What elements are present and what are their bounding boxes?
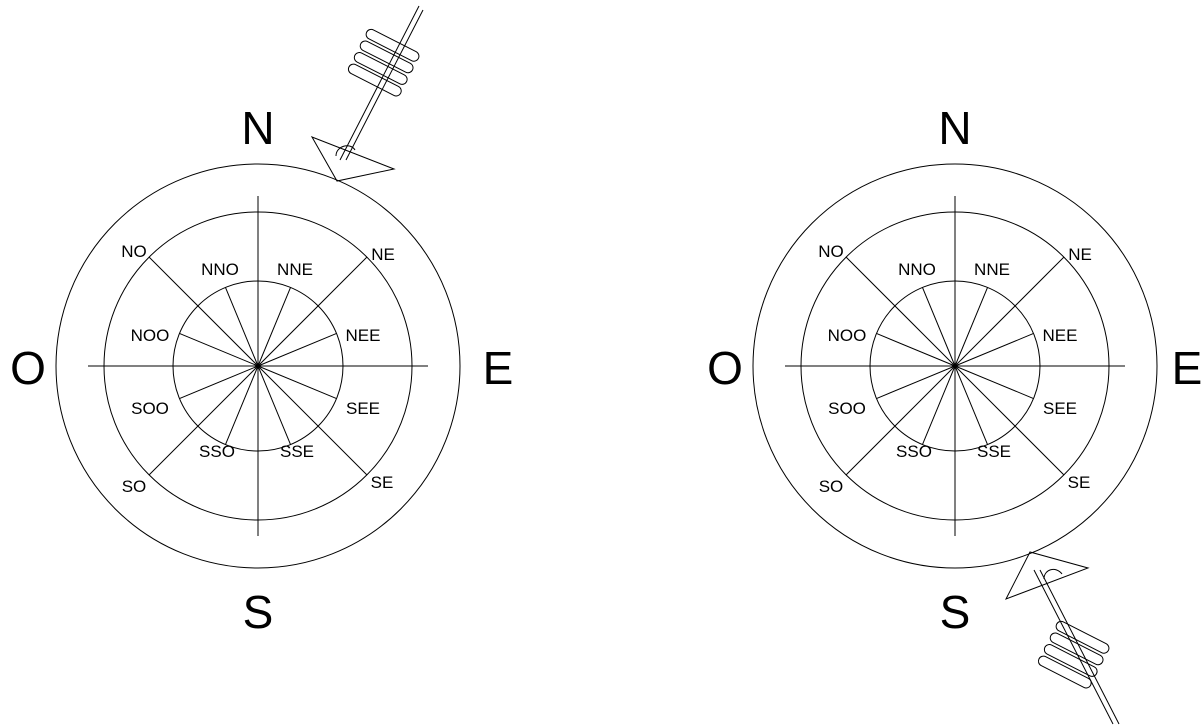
minor-spoke bbox=[257, 365, 291, 445]
label-ne: NE bbox=[371, 245, 395, 264]
label-south: S bbox=[243, 586, 274, 638]
minor-spoke bbox=[225, 365, 259, 445]
wind-barb-coil bbox=[1037, 620, 1110, 689]
minor-spoke bbox=[257, 333, 337, 367]
label-ne: NE bbox=[1068, 245, 1092, 264]
compass-rose-right: N S E O NE SE SO NO NNE NEE SEE SSE SSO … bbox=[707, 102, 1202, 638]
wind-barb-coil bbox=[347, 28, 420, 97]
label-sso: SSO bbox=[199, 442, 235, 461]
compass-rose-left: N S E O NE SE SO NO NNE NEE SEE SSE SSO … bbox=[10, 102, 513, 638]
label-west: O bbox=[707, 342, 743, 394]
label-see: SEE bbox=[346, 399, 380, 418]
label-nno: NNO bbox=[898, 260, 936, 279]
label-noo: NOO bbox=[131, 326, 170, 345]
label-soo: SOO bbox=[828, 399, 866, 418]
minor-spoke bbox=[954, 365, 1034, 399]
label-sw: SO bbox=[819, 477, 844, 496]
label-sw: SO bbox=[122, 477, 147, 496]
label-east: E bbox=[483, 342, 514, 394]
vane-arrowhead bbox=[310, 136, 396, 182]
wind-vane-right-icon bbox=[1004, 551, 1120, 725]
minor-spoke bbox=[922, 287, 956, 367]
label-south: S bbox=[940, 586, 971, 638]
label-sse: SSE bbox=[280, 442, 314, 461]
minor-spoke bbox=[257, 365, 337, 399]
minor-spoke bbox=[257, 287, 291, 367]
minor-spoke bbox=[954, 333, 1034, 367]
minor-spoke bbox=[225, 287, 259, 367]
wind-vane-left-icon bbox=[310, 5, 424, 182]
minor-spoke bbox=[179, 333, 259, 367]
label-north: N bbox=[938, 102, 971, 154]
label-nno: NNO bbox=[201, 260, 239, 279]
minor-spokes bbox=[876, 287, 1034, 445]
label-nee: NEE bbox=[346, 326, 381, 345]
label-see: SEE bbox=[1043, 399, 1077, 418]
minor-spoke bbox=[876, 365, 956, 399]
minor-spokes bbox=[179, 287, 337, 445]
label-sse: SSE bbox=[977, 442, 1011, 461]
minor-spoke bbox=[922, 365, 956, 445]
label-north: N bbox=[241, 102, 274, 154]
outer-ring bbox=[55, 163, 461, 569]
label-east: E bbox=[1172, 342, 1203, 394]
label-se: SE bbox=[1068, 473, 1091, 492]
label-nw: NO bbox=[121, 242, 147, 261]
label-nne: NNE bbox=[277, 260, 313, 279]
label-nee: NEE bbox=[1043, 326, 1078, 345]
label-west: O bbox=[10, 342, 46, 394]
minor-spoke bbox=[179, 365, 259, 399]
minor-spoke bbox=[954, 365, 988, 445]
label-nw: NO bbox=[818, 242, 844, 261]
minor-spoke bbox=[954, 287, 988, 367]
vane-arrowhead bbox=[1004, 551, 1090, 600]
minor-spoke bbox=[876, 333, 956, 367]
label-soo: SOO bbox=[131, 399, 169, 418]
label-nne: NNE bbox=[974, 260, 1010, 279]
label-se: SE bbox=[371, 473, 394, 492]
label-sso: SSO bbox=[896, 442, 932, 461]
outer-ring bbox=[752, 163, 1158, 569]
label-noo: NOO bbox=[828, 326, 867, 345]
